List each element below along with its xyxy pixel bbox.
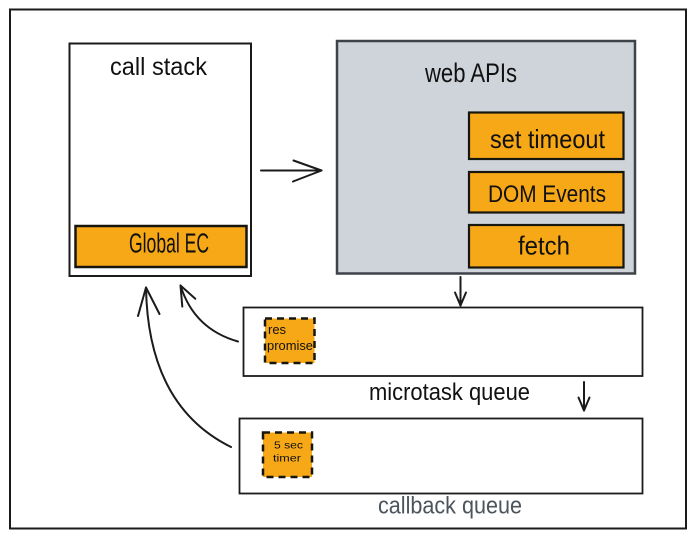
svg-text:timer: timer — [273, 453, 302, 465]
svg-text:res: res — [268, 322, 287, 337]
svg-text:Global EC: Global EC — [129, 228, 209, 259]
svg-text:promise: promise — [267, 338, 313, 353]
svg-text:set timeout: set timeout — [490, 124, 606, 154]
svg-text:call stack: call stack — [110, 53, 207, 81]
svg-text:5 sec: 5 sec — [274, 440, 303, 452]
svg-text:callback queue: callback queue — [378, 493, 522, 520]
svg-text:DOM Events: DOM Events — [488, 181, 606, 208]
svg-text:microtask queue: microtask queue — [369, 379, 530, 406]
svg-text:fetch: fetch — [518, 231, 570, 261]
svg-text:web APIs: web APIs — [424, 58, 517, 88]
